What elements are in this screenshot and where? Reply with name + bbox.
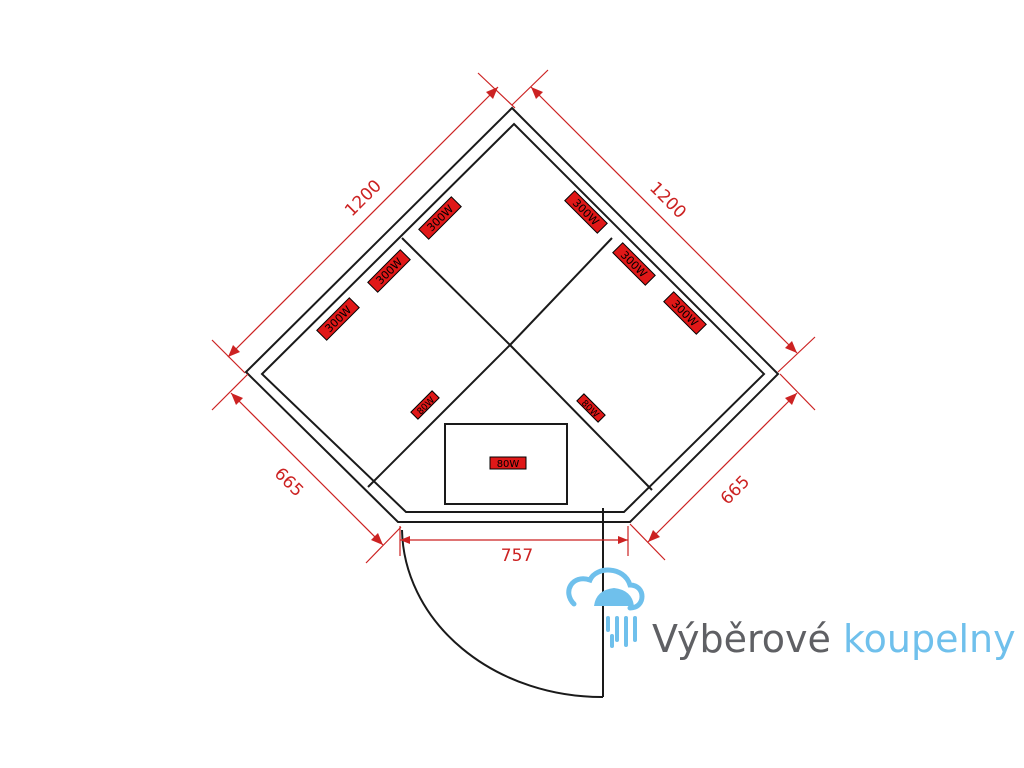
arrowhead bbox=[371, 533, 383, 545]
divider-left bbox=[401, 237, 511, 346]
heater-floor-left: 80W bbox=[410, 390, 440, 420]
arrowhead bbox=[531, 87, 543, 99]
dimension-lines bbox=[211, 69, 816, 564]
dim-line-top-right bbox=[530, 86, 798, 354]
dim-ext bbox=[365, 526, 402, 564]
heater-left-2: 300W bbox=[367, 249, 411, 293]
heater-right-3: 300W bbox=[663, 291, 707, 335]
dim-line-bottom-right bbox=[647, 392, 798, 543]
arrowhead bbox=[785, 393, 797, 405]
dim-ext bbox=[777, 336, 816, 373]
brand-name-part2: koupelny bbox=[843, 617, 1016, 661]
outer-wall bbox=[244, 106, 780, 523]
brand-logo: Výběrové koupelny bbox=[566, 567, 1016, 661]
door-swing-arc bbox=[401, 529, 604, 699]
heater-bench: 80W bbox=[489, 456, 527, 470]
floor-line-right bbox=[509, 344, 653, 491]
dim-label-bottom-left: 665 bbox=[270, 464, 307, 501]
dim-ext bbox=[511, 69, 549, 106]
dim-line-top-left bbox=[227, 86, 499, 358]
heaters: 300W 300W 300W 300W 300W 300W 80W 80W bbox=[316, 190, 707, 470]
dim-label-top-left: 1200 bbox=[341, 176, 386, 221]
arrowhead bbox=[400, 536, 410, 544]
dim-label-top-right: 1200 bbox=[645, 178, 690, 223]
arrowhead bbox=[648, 530, 660, 542]
dim-ext bbox=[211, 373, 249, 411]
bench bbox=[444, 423, 568, 505]
divider-right bbox=[509, 237, 613, 346]
cabin-outline bbox=[244, 106, 780, 523]
dim-label-bottom-right: 665 bbox=[717, 472, 754, 509]
inner-wall bbox=[260, 122, 766, 513]
heater-left-3: 300W bbox=[316, 297, 360, 341]
brand-name: Výběrové koupelny bbox=[652, 617, 1016, 661]
heater-left-1: 300W bbox=[418, 196, 462, 240]
dimension-labels: 1200 1200 665 665 757 bbox=[270, 176, 754, 566]
dimension-arrows bbox=[228, 87, 797, 545]
heater-label: 80W bbox=[497, 459, 520, 470]
floor-line-left bbox=[367, 344, 511, 488]
arrowhead bbox=[618, 536, 628, 544]
arrowhead bbox=[486, 87, 498, 99]
dim-label-front: 757 bbox=[501, 546, 533, 566]
dim-ext bbox=[779, 373, 816, 411]
dim-ext bbox=[629, 523, 666, 561]
heater-right-2: 300W bbox=[612, 242, 656, 286]
dim-line-bottom-left bbox=[230, 392, 384, 546]
arrowhead bbox=[228, 345, 240, 357]
brand-name-part1: Výběrové bbox=[652, 617, 831, 661]
heater-floor-right: 80W bbox=[576, 393, 606, 423]
arrowhead bbox=[785, 341, 797, 353]
arrowhead bbox=[231, 393, 243, 405]
shower-cloud-icon bbox=[566, 567, 645, 648]
